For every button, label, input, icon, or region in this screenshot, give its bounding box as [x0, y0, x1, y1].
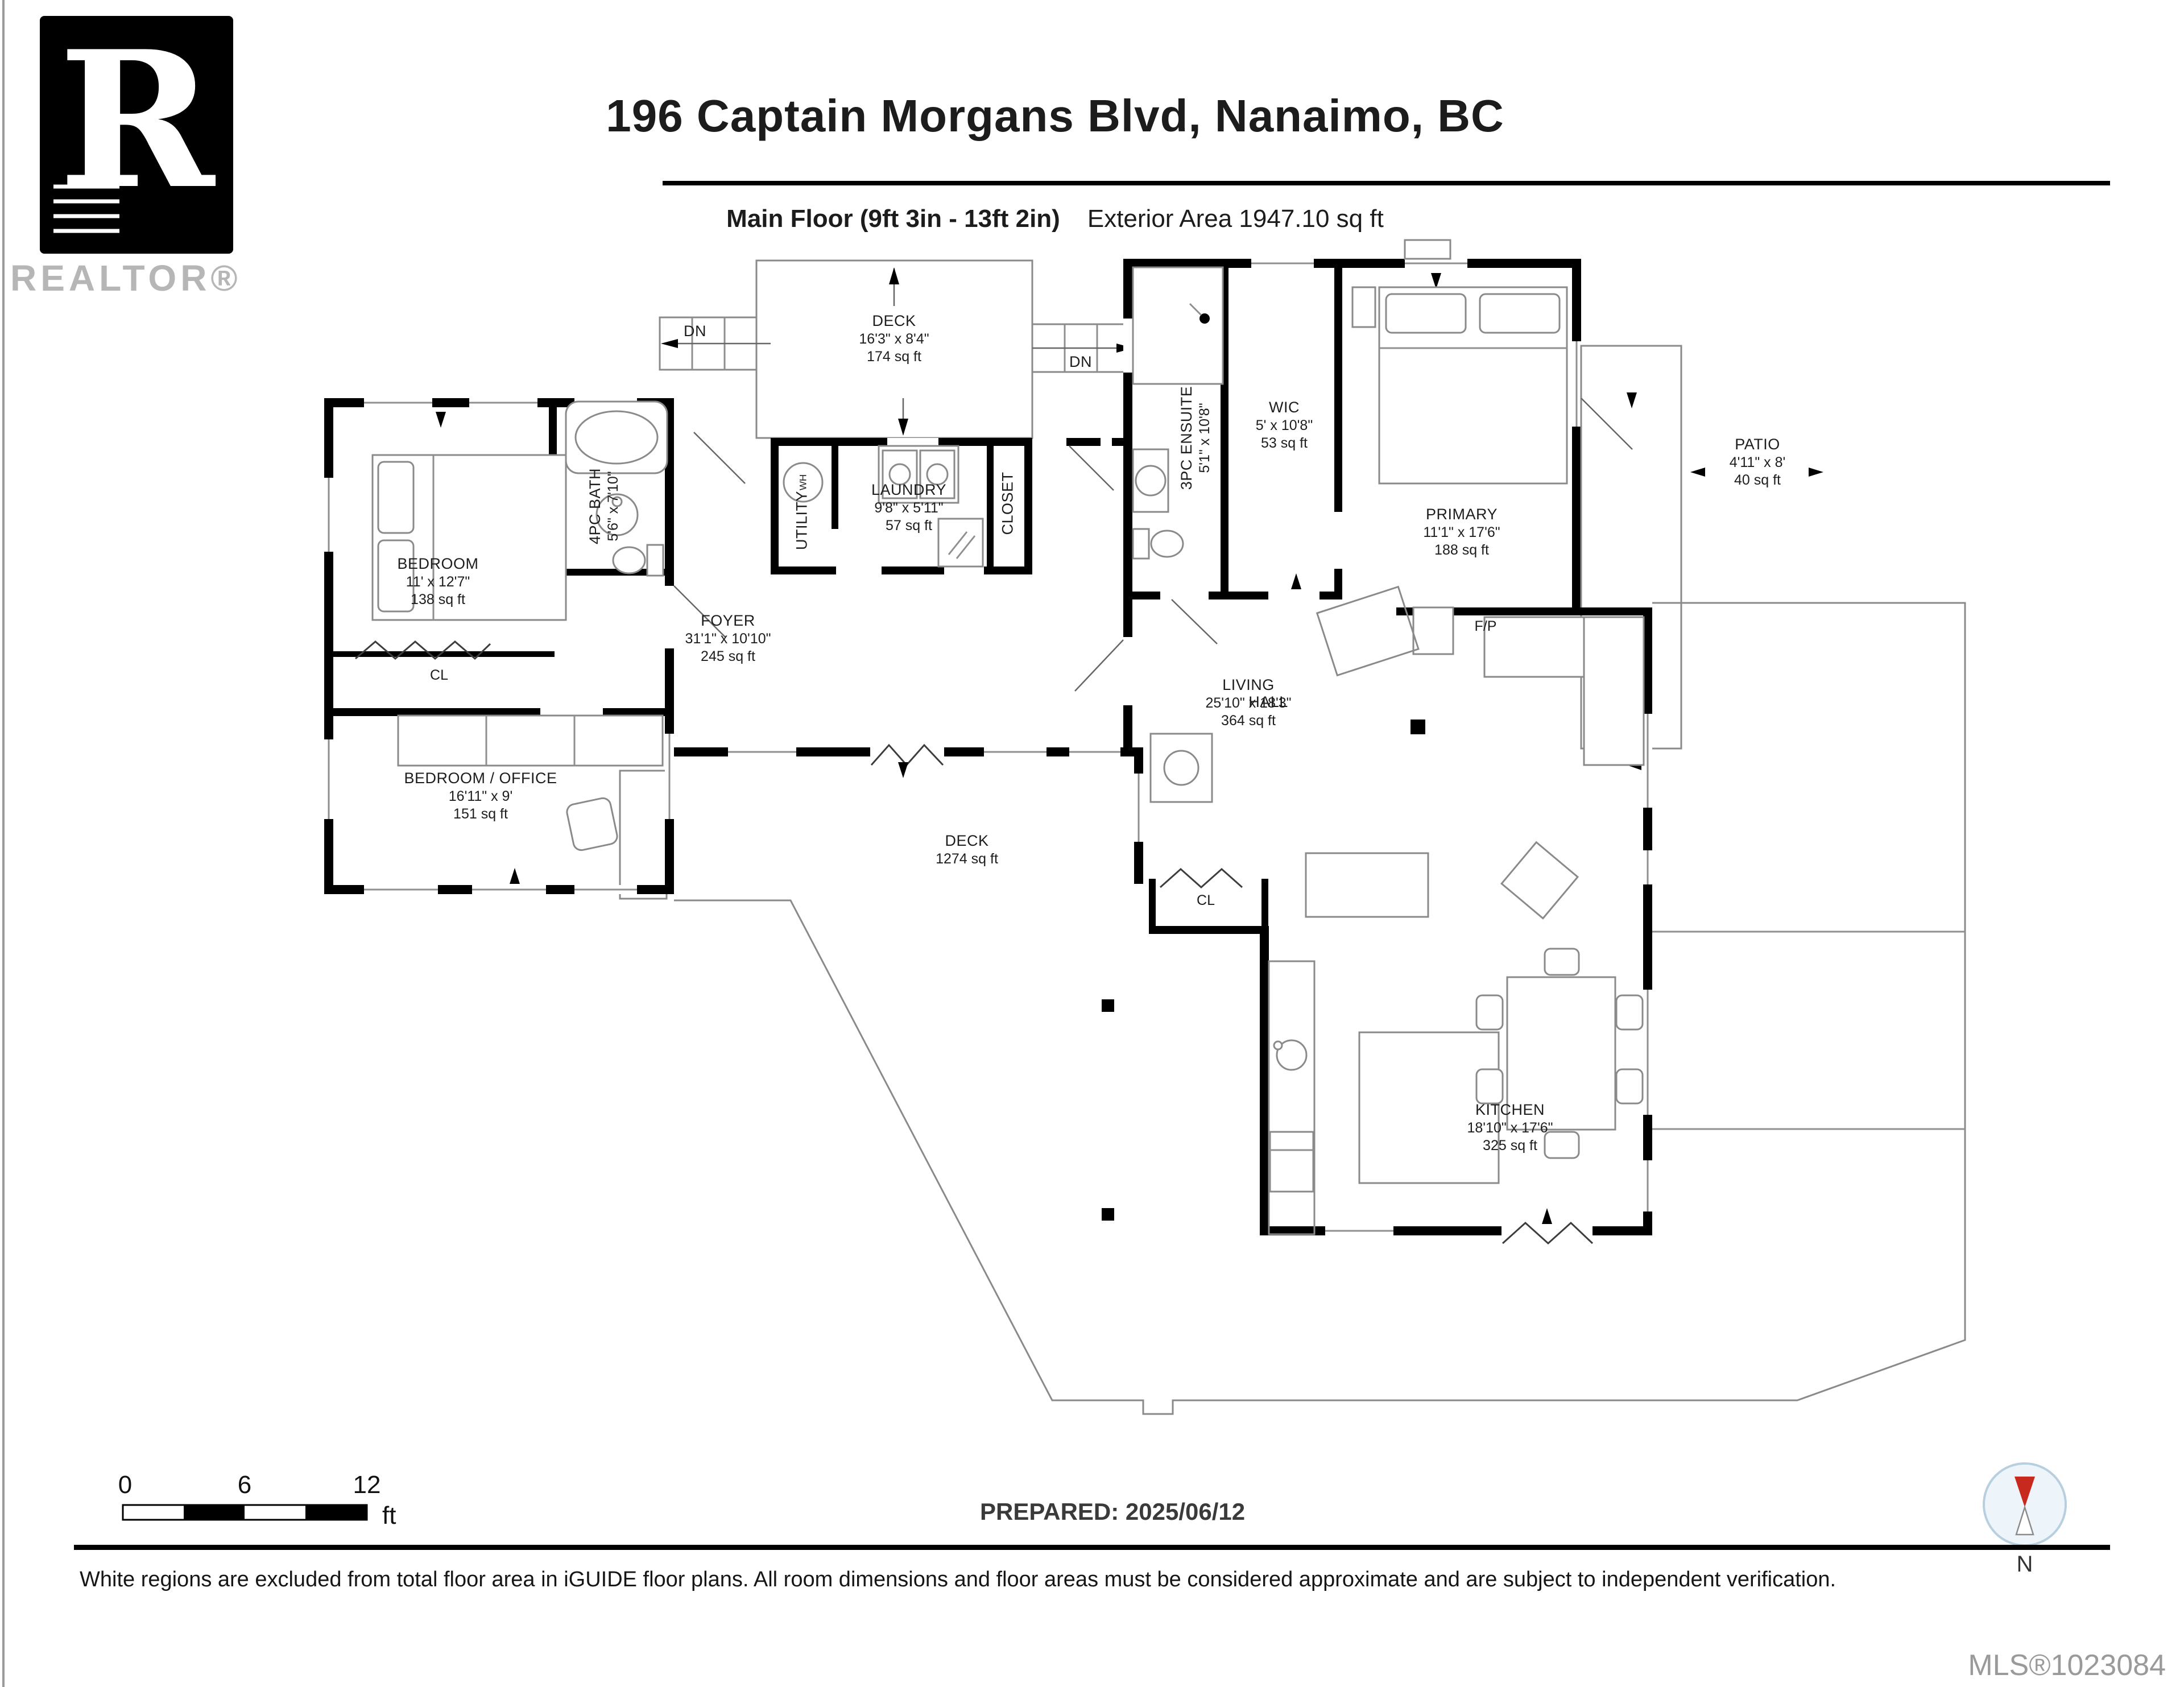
room-label-cl-bedroom: CL: [430, 667, 448, 683]
kitchen-sink-icon: [1268, 960, 1316, 1235]
laundry-sink-icon: [878, 445, 959, 504]
realtor-logo-stripes-icon: [53, 184, 119, 233]
mls-number: MLS®1023084: [1968, 1649, 2166, 1682]
office-sofa-icon: [397, 714, 664, 767]
floor-subtitle: Main Floor (9ft 3in - 13ft 2in) Exterior …: [726, 205, 1384, 233]
kitchen-island-icon: [1358, 1031, 1500, 1184]
room-label-closet: CLOSET: [999, 472, 1016, 535]
room-label-foyer: FOYER 31'1" x 10'10" 245 sq ft: [685, 612, 771, 665]
fireplace-label: F/P: [1474, 618, 1497, 634]
dining-table-icon: [1475, 948, 1644, 1159]
laundry-appliance-icon: [937, 518, 984, 568]
water-heater-label: WH: [797, 474, 809, 491]
lower-deck-outline: [674, 602, 1966, 1415]
room-label-bedroom: BEDROOM 11' x 12'7" 138 sq ft: [397, 555, 479, 608]
room-label-deck-top: DECK 16'3" x 8'4" 174 sq ft: [859, 312, 929, 365]
living-sofa-icon: [1483, 616, 1645, 766]
room-label-cl-living: CL: [1197, 892, 1215, 908]
stairs-dn-left-label: DN: [684, 322, 706, 340]
water-heater-icon: [783, 462, 824, 503]
scale-tick-12: 12: [353, 1471, 381, 1499]
page-left-border: [2, 0, 5, 1687]
bathtub-icon: [565, 400, 668, 474]
floor-label: Main Floor (9ft 3in - 13ft 2in): [726, 205, 1060, 233]
room-label-hall: HALL: [1248, 693, 1288, 710]
primary-bed-icon: [1351, 286, 1568, 485]
bath-toilet-icon: [612, 544, 664, 577]
disclaimer-text: White regions are excluded from total fl…: [80, 1568, 1836, 1591]
room-label-4pc-bath: 4PC BATH 5'6" x 7'10": [586, 468, 622, 545]
exterior-area-label: Exterior Area 1947.10 sq ft: [1087, 205, 1384, 233]
room-label-patio: PATIO 4'11" x 8' 40 sq ft: [1729, 436, 1786, 489]
realtor-logo-letter: R: [58, 10, 215, 230]
room-label-wic: WIC 5' x 10'8" 53 sq ft: [1255, 399, 1313, 452]
scale-unit-label: ft: [382, 1502, 396, 1529]
room-label-living: LIVING 25'10" x 18'3" 364 sq ft: [1205, 676, 1292, 729]
realtor-wordmark: REALTOR®: [10, 258, 242, 299]
primary-wing-walls: [1074, 239, 1581, 747]
ensuite-sink-icon: [1132, 448, 1169, 513]
ottoman-icon: [1500, 841, 1579, 920]
scale-tick-6: 6: [237, 1471, 252, 1499]
scale-tick-0: 0: [118, 1471, 133, 1499]
room-label-bedroom-office: BEDROOM / OFFICE 16'11" x 9' 151 sq ft: [404, 770, 557, 822]
bedroom-bed-icon: [371, 454, 567, 621]
laundry-block-walls: [693, 432, 1123, 574]
living-armchair-icon: [1316, 585, 1420, 677]
ensuite-toilet-icon: [1132, 528, 1184, 560]
side-table-lamp-icon: [1149, 733, 1213, 803]
room-label-laundry: LAUNDRY 9'8" x 5'11" 57 sq ft: [871, 481, 947, 534]
office-wall-bottom: [324, 708, 674, 894]
prepared-date-label: PREPARED: 2025/06/12: [980, 1498, 1246, 1525]
footer-rule: [74, 1545, 2110, 1550]
living-closet-walls: [1149, 867, 1268, 934]
room-label-primary: PRIMARY 11'1" x 17'6" 188 sq ft: [1423, 506, 1500, 559]
ensuite-shower-icon: [1132, 266, 1224, 385]
kitchen-walls: [1260, 926, 1652, 1245]
compass-north-label: N: [2016, 1552, 2033, 1577]
room-label-utility: UTILITY: [793, 490, 810, 551]
coffee-table-icon: [1305, 852, 1429, 918]
room-label-deck-lower: DECK 1274 sq ft: [936, 832, 998, 867]
office-desk-icon: [566, 770, 668, 900]
compass-icon: [1983, 1462, 2067, 1547]
page-title: 196 Captain Morgans Blvd, Nanaimo, BC: [606, 90, 1504, 141]
title-rule: [663, 181, 2110, 185]
room-label-ensuite: 3PC ENSUITE 5'1" x 10'8": [1177, 386, 1213, 490]
realtor-logo-icon: R: [40, 16, 233, 254]
bath-sink-icon: [595, 493, 639, 536]
living-walls: [674, 606, 1652, 1235]
stairs-dn-right-label: DN: [1069, 353, 1092, 370]
scale-bar: [122, 1504, 368, 1521]
room-label-kitchen: KITCHEN 18'10" x 17'6" 325 sq ft: [1467, 1101, 1553, 1154]
